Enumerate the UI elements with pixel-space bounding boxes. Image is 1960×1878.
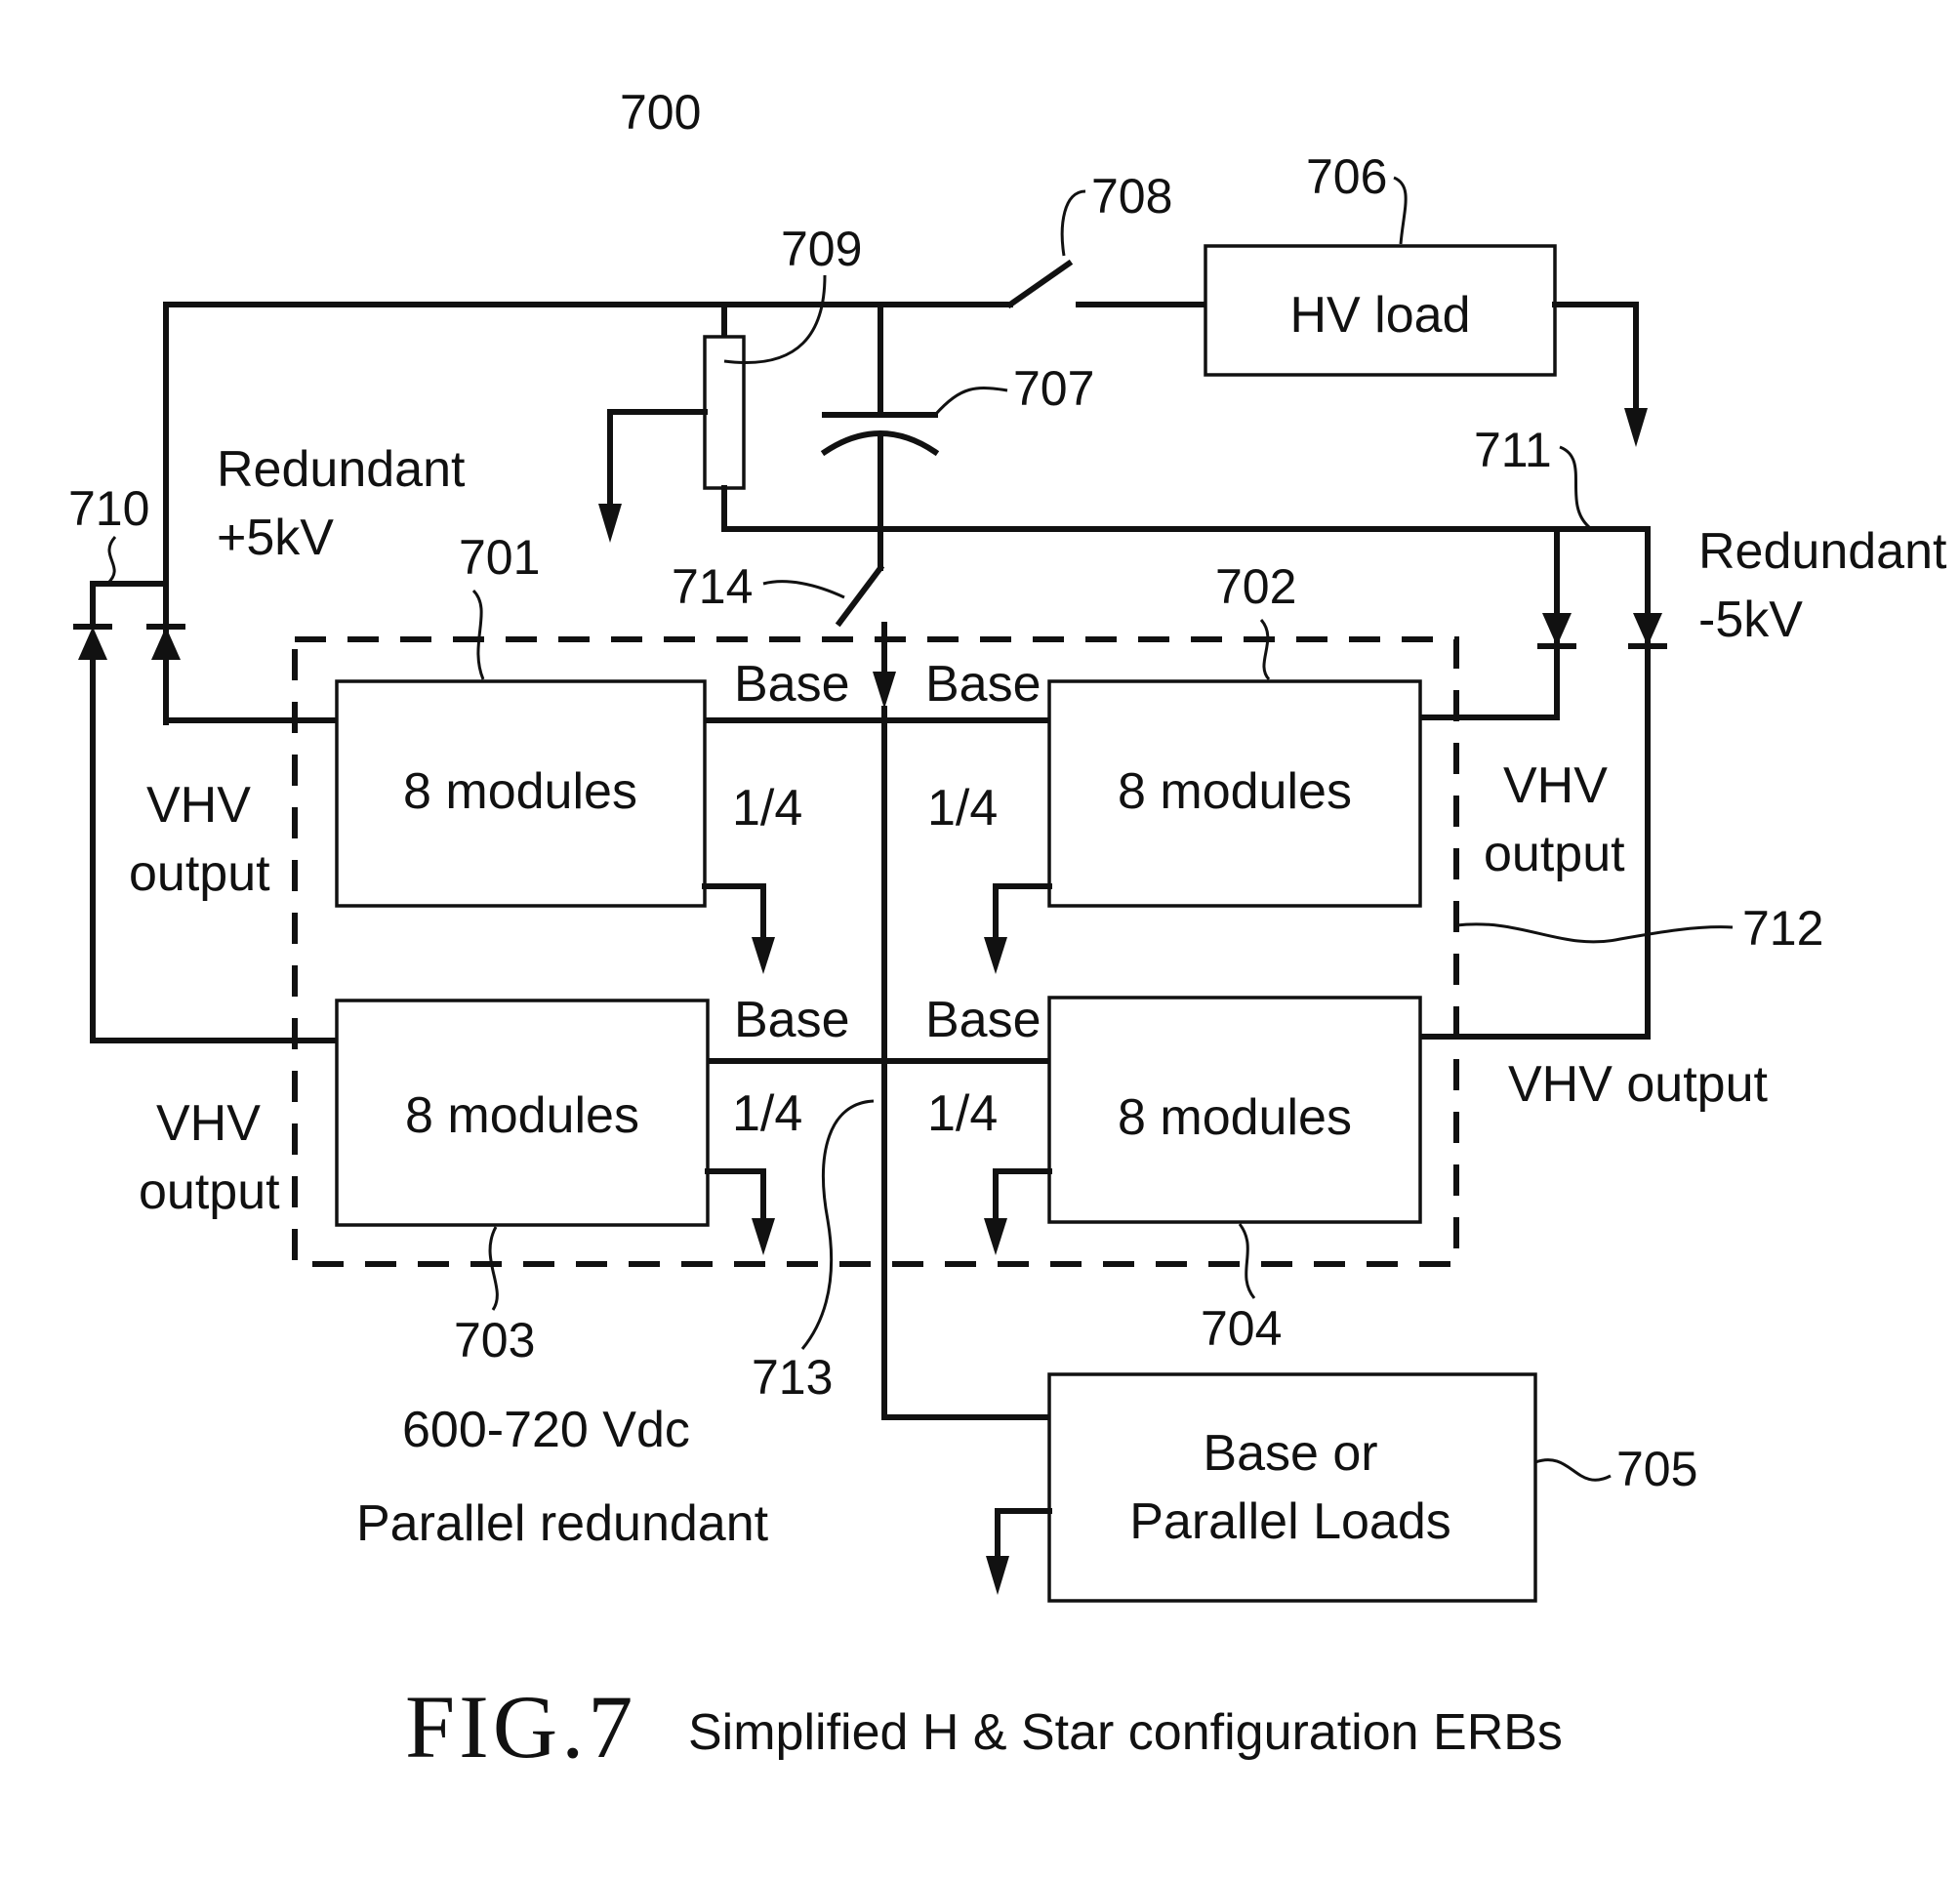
- ref-704: 704: [1201, 1301, 1282, 1356]
- enclosure-712: [292, 636, 1459, 1267]
- block-704: [1047, 996, 1422, 1224]
- figure-caption: Simplified H & Star configuration ERBs: [688, 1704, 1563, 1761]
- base-loads-arrow: [986, 1556, 1009, 1595]
- block-704-out-wire: [993, 1168, 1052, 1223]
- redundant-pos-label: Redundant: [217, 441, 466, 498]
- base-label-br: Base: [925, 992, 1041, 1048]
- block-703-label: 8 modules: [405, 1087, 639, 1144]
- block-701-label: 8 modules: [403, 763, 637, 820]
- ref-714: 714: [672, 559, 753, 614]
- capacitor-707: [820, 302, 940, 628]
- leader-714: [762, 580, 845, 599]
- ref-709: 709: [781, 222, 862, 276]
- base-loads-return-wire: [995, 1508, 1052, 1561]
- ref-702: 702: [1215, 559, 1296, 614]
- leader-704: [1238, 1223, 1256, 1299]
- output-label-tr: output: [1484, 826, 1625, 882]
- base-label-tr: Base: [925, 656, 1041, 713]
- base-loads-line2: Parallel Loads: [1129, 1493, 1451, 1550]
- diodes-right: [1420, 526, 1667, 1040]
- hv-load-return-wire: [1552, 302, 1639, 413]
- leader-709: [723, 274, 827, 364]
- block-702: [1047, 679, 1422, 908]
- base-loads-box: [1047, 1372, 1537, 1603]
- quarter-label-tr: 1/4: [927, 780, 998, 837]
- base-label-bl: Base: [734, 992, 850, 1048]
- block-704-label: 8 modules: [1118, 1089, 1352, 1146]
- ref-712: 712: [1742, 901, 1823, 956]
- diodes-left: [73, 581, 340, 1043]
- voltage-label: 600-720 Vdc: [402, 1402, 690, 1458]
- vhv-label-bl: VHV: [156, 1095, 261, 1152]
- vhv-label-tl: VHV: [146, 777, 251, 834]
- vhv-output-label-br: VHV output: [1508, 1056, 1768, 1113]
- block-703-arrow: [752, 1218, 775, 1255]
- leader-710: [105, 535, 117, 586]
- block-703: [335, 999, 710, 1227]
- base-loads-line1: Base or: [1203, 1425, 1377, 1482]
- leader-713: [800, 1099, 875, 1350]
- neg-5kv-label: -5kV: [1698, 592, 1803, 648]
- ref-707: 707: [1013, 361, 1094, 416]
- ref-713: 713: [752, 1350, 833, 1405]
- quarter-label-tl: 1/4: [732, 780, 802, 837]
- leader-705: [1534, 1458, 1612, 1482]
- block-702-out-wire: [993, 883, 1052, 942]
- ref-706: 706: [1306, 149, 1387, 204]
- pos-5kv-label: +5kV: [217, 510, 334, 566]
- leader-702: [1259, 618, 1271, 681]
- leader-701: [471, 589, 485, 680]
- resistor-709: [598, 302, 1651, 543]
- ref-711: 711: [1474, 423, 1552, 477]
- vhv-label-tr: VHV: [1503, 757, 1608, 814]
- block-702-arrow: [984, 937, 1007, 974]
- hv-load-arrow: [1624, 408, 1648, 447]
- hv-load-label: HV load: [1290, 287, 1471, 344]
- base-bus-713: [702, 622, 1052, 1420]
- parallel-redundant-label: Parallel redundant: [356, 1495, 769, 1552]
- block-701: [335, 679, 707, 908]
- figure-number: FIG.7: [405, 1677, 636, 1776]
- block-704-arrow: [984, 1218, 1007, 1255]
- ref-705: 705: [1616, 1442, 1697, 1496]
- quarter-label-br: 1/4: [927, 1085, 998, 1142]
- ref-710: 710: [68, 481, 149, 536]
- base-label-tl: Base: [734, 656, 850, 713]
- leader-707: [933, 387, 1008, 417]
- ref-703: 703: [454, 1313, 535, 1368]
- leader-706: [1393, 176, 1408, 245]
- block-701-out-wire: [702, 883, 766, 942]
- block-702-label: 8 modules: [1118, 763, 1352, 820]
- leader-711: [1559, 445, 1591, 529]
- ref-700: 700: [620, 85, 701, 140]
- hv-load-box: [1204, 244, 1557, 377]
- block-703-out-wire: [705, 1168, 766, 1223]
- block-701-arrow: [752, 937, 775, 974]
- redundant-neg-label: Redundant: [1698, 523, 1947, 580]
- ref-701: 701: [459, 530, 540, 585]
- leader-708: [1060, 189, 1086, 257]
- ref-708: 708: [1091, 169, 1172, 224]
- leader-703: [488, 1226, 499, 1311]
- output-label-bl: output: [139, 1164, 280, 1220]
- output-label-tl: output: [129, 845, 270, 902]
- leader-712: [1455, 922, 1734, 944]
- quarter-label-bl: 1/4: [732, 1085, 802, 1142]
